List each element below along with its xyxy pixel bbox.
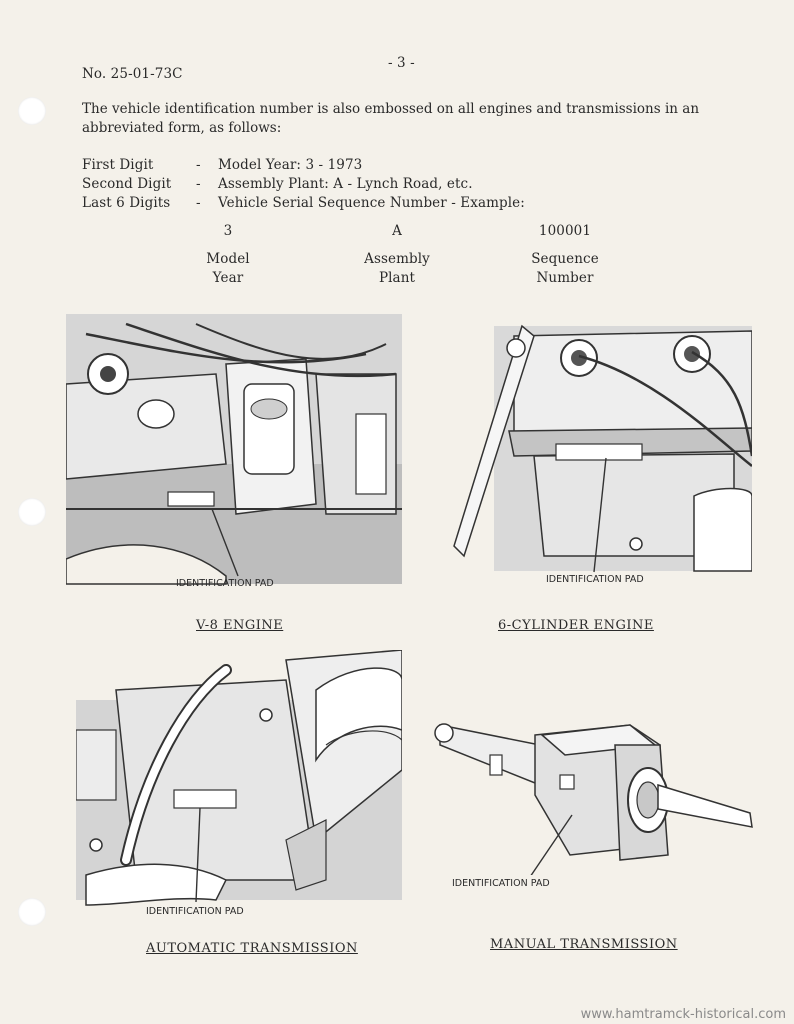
example-value: 3 <box>223 223 233 239</box>
example-label: Plant <box>378 270 416 286</box>
intro-paragraph: The vehicle identification number is als… <box>82 101 700 136</box>
six-cylinder-engine-caption: 6-CYLINDER ENGINE <box>498 618 654 633</box>
example-label: Assembly <box>364 251 430 267</box>
v8-engine-caption: V-8 ENGINE <box>196 618 284 633</box>
example-label: Model <box>206 251 250 267</box>
digit-dash: - <box>196 157 201 173</box>
six-cylinder-engine-illustration <box>434 316 752 586</box>
digit-name: First Digit <box>82 157 154 173</box>
manual-transmission-caption: MANUAL TRANSMISSION <box>490 937 678 952</box>
automatic-transmission-caption: AUTOMATIC TRANSMISSION <box>146 941 358 956</box>
example-label: Year <box>212 270 244 286</box>
punch-hole <box>18 498 46 526</box>
digit-desc: Assembly Plant: A - Lynch Road, etc. <box>218 176 473 192</box>
automatic-transmission-illustration <box>76 650 402 912</box>
digit-desc: Model Year: 3 - 1973 <box>218 157 363 173</box>
example-label: Sequence <box>531 251 599 267</box>
identification-pad-label: IDENTIFICATION PAD <box>146 906 244 917</box>
digit-dash: - <box>196 195 201 211</box>
punch-hole <box>18 898 46 926</box>
manual-transmission-illustration <box>430 705 766 875</box>
digit-name: Second Digit <box>82 176 172 192</box>
identification-pad-label: IDENTIFICATION PAD <box>176 578 274 589</box>
watermark: www.hamtramck-historical.com <box>580 1007 786 1022</box>
example-value: 100001 <box>538 223 592 239</box>
identification-pad-label: IDENTIFICATION PAD <box>452 878 550 889</box>
page-number: - 3 - <box>388 55 415 71</box>
v8-engine-illustration <box>66 314 402 594</box>
punch-hole <box>18 97 46 125</box>
document-number: No. 25-01-73C <box>82 66 183 82</box>
example-label: Number <box>536 270 594 286</box>
example-value: A <box>392 223 402 239</box>
digit-desc: Vehicle Serial Sequence Number - Example… <box>218 195 525 211</box>
identification-pad-label: IDENTIFICATION PAD <box>546 574 644 585</box>
digit-dash: - <box>196 176 201 192</box>
digit-name: Last 6 Digits <box>82 195 171 211</box>
